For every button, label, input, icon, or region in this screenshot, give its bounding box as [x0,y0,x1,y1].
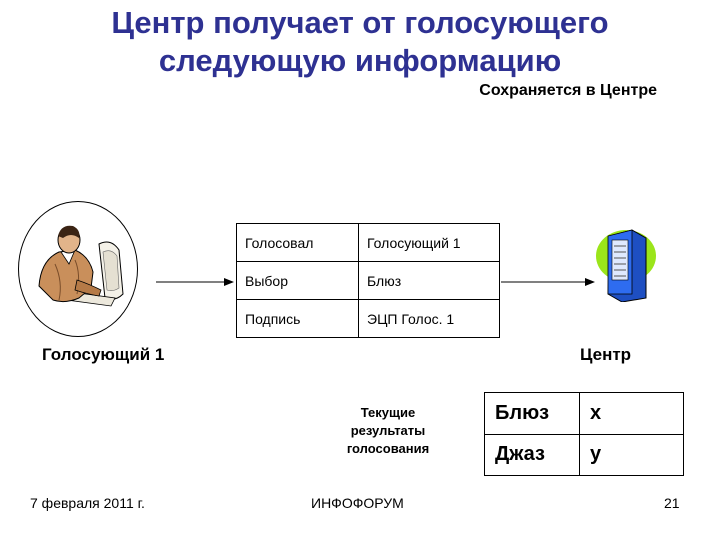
voter-label: Голосующий 1 [42,345,165,364]
arrow-table-to-center [501,278,595,286]
results-table: Блюз x Джаз y [484,392,684,476]
voter-avatar [18,201,138,337]
person-at-computer-icon [38,225,124,307]
center-label: Центр [580,345,632,364]
table-cell: Блюз [484,392,580,435]
table-cell: Выбор [236,261,359,300]
page-number: 21 [664,495,680,511]
table-cell: Подпись [236,299,359,338]
stored-in-center-label: Сохраняется в Центре [479,82,657,99]
table-cell: Голосовал [236,223,359,262]
table-row: Блюз x [484,392,684,435]
table-cell: ЭЦП Голос. 1 [358,299,500,338]
footer-organization: ИНФОФОРУМ [311,495,404,511]
title-line-2: следующую информацию [158,43,562,78]
ballot-info-table: Голосовал Голосующий 1 Выбор Блюз Подпис… [236,223,500,338]
table-row: Джаз y [484,433,684,476]
table-cell: x [579,392,684,435]
arrow-voter-to-table [156,278,234,286]
page-title: Центр получает от голосующего следующую … [20,4,700,80]
results-caption: Текущие результаты голосования [346,405,430,456]
footer-date: 7 февраля 2011 г. [30,495,145,511]
table-cell: Блюз [358,261,500,300]
server-icon [596,229,656,302]
table-cell: y [579,433,684,476]
title-line-1: Центр получает от голосующего [111,5,609,40]
table-row: Голосовал Голосующий 1 [236,223,500,262]
table-cell: Голосующий 1 [358,223,500,262]
table-row: Подпись ЭЦП Голос. 1 [236,299,500,338]
table-cell: Джаз [484,433,580,476]
table-row: Выбор Блюз [236,261,500,300]
